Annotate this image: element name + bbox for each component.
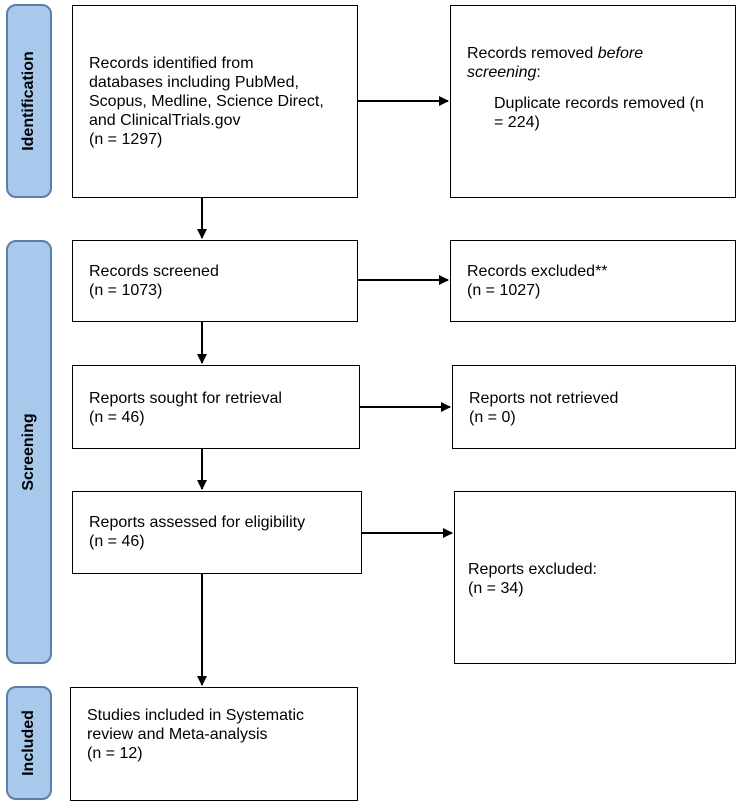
records-identified-line4: and ClinicalTrials.gov [89, 112, 241, 129]
records-excluded-title: Records excluded** [467, 263, 608, 280]
reports-sought-count: (n = 46) [89, 409, 145, 426]
records-identified-line1: Records identified from [89, 55, 254, 72]
reports-assessed-box: Reports assessed for eligibility (n = 46… [72, 491, 362, 574]
reports-sought-title: Reports sought for retrieval [89, 390, 282, 407]
studies-included-line2: review and Meta-analysis [87, 726, 268, 743]
records-screened-count: (n = 1073) [89, 282, 163, 299]
records-excluded-box: Records excluded** (n = 1027) [450, 240, 736, 322]
reports-sought-box: Reports sought for retrieval (n = 46) [72, 365, 360, 449]
studies-included-box: Studies included in Systematic review an… [70, 687, 358, 801]
records-screened-box: Records screened (n = 1073) [72, 240, 358, 322]
records-removed-title: Records removed before [467, 45, 644, 62]
studies-included-line1: Studies included in Systematic [87, 707, 304, 724]
records-excluded-count: (n = 1027) [467, 282, 541, 299]
records-identified-line3: Scopus, Medline, Science Direct, [89, 93, 324, 110]
reports-not-retrieved-box: Reports not retrieved (n = 0) [452, 365, 736, 449]
records-identified-count: (n = 1297) [89, 131, 163, 148]
studies-included-count: (n = 12) [87, 745, 143, 762]
phase-included: Included [6, 686, 52, 800]
phase-screening: Screening [6, 240, 52, 664]
reports-excluded-title: Reports excluded: [468, 561, 597, 578]
records-removed-box: Records removed before screening: Duplic… [450, 5, 736, 198]
reports-assessed-count: (n = 46) [89, 533, 145, 550]
duplicates-removed-line1: Duplicate records removed (n [494, 95, 704, 112]
reports-not-retrieved-count: (n = 0) [469, 409, 516, 426]
records-identified-box: Records identified from databases includ… [72, 5, 358, 198]
reports-excluded-count: (n = 34) [468, 580, 524, 597]
reports-assessed-title: Reports assessed for eligibility [89, 514, 306, 531]
records-screened-title: Records screened [89, 263, 219, 280]
phase-identification: Identification [6, 4, 52, 198]
reports-not-retrieved-title: Reports not retrieved [469, 390, 619, 407]
duplicates-removed-line2: = 224) [494, 114, 540, 131]
records-removed-title-2: screening: [467, 64, 541, 81]
reports-excluded-box: Reports excluded: (n = 34) [454, 491, 736, 664]
records-identified-line2: databases including PubMed, [89, 74, 299, 91]
